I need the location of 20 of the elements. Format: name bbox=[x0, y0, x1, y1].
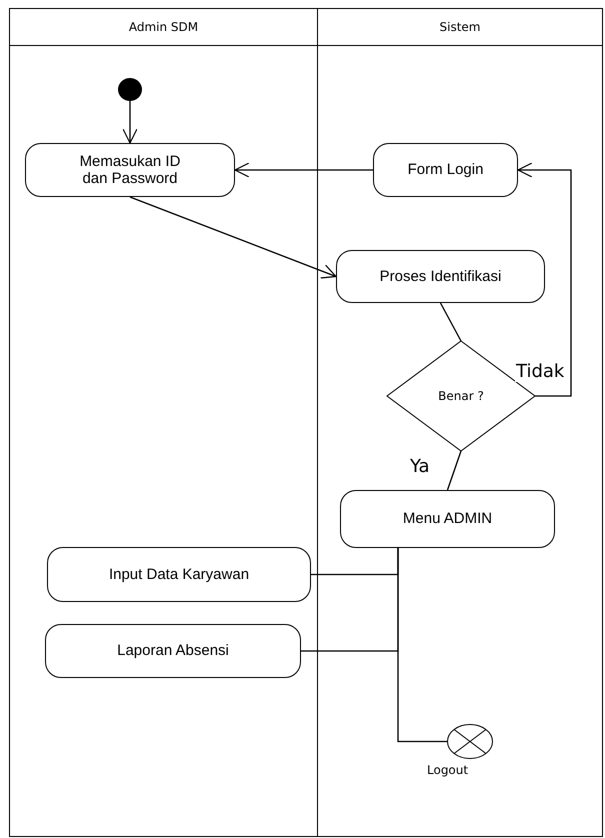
connector bbox=[517, 162, 572, 397]
connector bbox=[397, 548, 447, 742]
swimlane bbox=[318, 8, 603, 837]
edge-label: Tidak bbox=[515, 362, 566, 382]
lane-title: Admin SDM bbox=[128, 20, 198, 34]
connector bbox=[440, 302, 462, 342]
swimlane bbox=[9, 8, 318, 837]
node-caption: Logout bbox=[427, 763, 468, 777]
action-box: Form Login bbox=[373, 143, 518, 197]
connector bbox=[130, 196, 337, 279]
action-box: Memasukan ID dan Password bbox=[25, 143, 235, 197]
connector bbox=[446, 450, 462, 490]
connector bbox=[122, 101, 138, 144]
connector bbox=[234, 162, 373, 178]
action-box: Input Data Karyawan bbox=[47, 547, 311, 602]
action-box: Laporan Absensi bbox=[45, 624, 301, 678]
decision-label: Benar ? bbox=[438, 389, 484, 403]
lane-title: Sistem bbox=[440, 20, 480, 34]
action-box: Proses Identifikasi bbox=[336, 250, 545, 303]
action-box: Menu ADMIN bbox=[340, 490, 555, 548]
